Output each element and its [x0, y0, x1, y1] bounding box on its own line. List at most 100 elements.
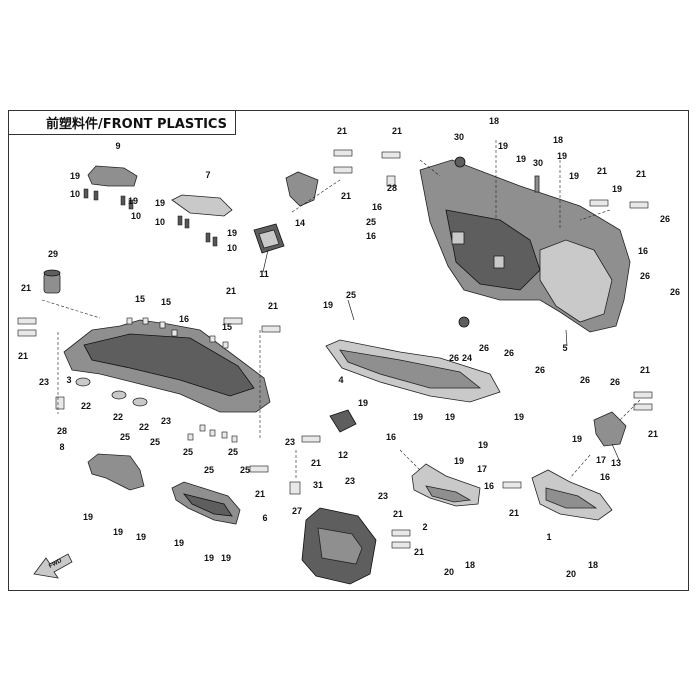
callout-25: 25 — [228, 447, 238, 457]
callout-30: 30 — [454, 132, 464, 142]
callout-23: 23 — [378, 491, 388, 501]
callout-19: 19 — [498, 141, 508, 151]
callout-19: 19 — [155, 198, 165, 208]
callout-19: 19 — [358, 398, 368, 408]
callout-11: 11 — [259, 269, 269, 279]
callout-22: 22 — [139, 422, 149, 432]
callout-21: 21 — [18, 351, 28, 361]
callout-26: 26 — [535, 365, 545, 375]
callout-21: 21 — [255, 489, 265, 499]
part-13-bracket — [593, 411, 627, 447]
part-5-fender — [419, 159, 631, 333]
callout-21: 21 — [509, 508, 519, 518]
callout-21: 21 — [640, 365, 650, 375]
callout-26: 26 — [610, 377, 620, 387]
callout-26: 26 — [479, 343, 489, 353]
part-3-front-frame — [63, 319, 271, 413]
callout-19: 19 — [413, 412, 423, 422]
callout-16: 16 — [638, 246, 648, 256]
callout-18: 18 — [588, 560, 598, 570]
part-29-cup — [43, 269, 61, 294]
part-8-bracket — [87, 453, 145, 491]
callout-18: 18 — [489, 116, 499, 126]
callout-24: 24 — [462, 353, 472, 363]
part-9-cover — [83, 165, 138, 210]
callout-26: 26 — [504, 348, 514, 358]
callout-19: 19 — [113, 527, 123, 537]
callout-21: 21 — [636, 169, 646, 179]
callout-15: 15 — [222, 322, 232, 332]
callout-19: 19 — [128, 196, 138, 206]
callout-19: 19 — [445, 412, 455, 422]
callout-3: 3 — [66, 375, 71, 385]
callout-23: 23 — [345, 476, 355, 486]
callout-4: 4 — [338, 375, 343, 385]
callout-17: 17 — [596, 455, 606, 465]
callout-19: 19 — [612, 184, 622, 194]
callout-21: 21 — [311, 458, 321, 468]
callout-16: 16 — [372, 202, 382, 212]
callout-6: 6 — [262, 513, 267, 523]
callout-19: 19 — [221, 553, 231, 563]
callout-7: 7 — [205, 170, 210, 180]
callout-25: 25 — [366, 217, 376, 227]
callout-2: 2 — [422, 522, 427, 532]
part-27-block — [289, 481, 301, 495]
callout-25: 25 — [240, 465, 250, 475]
callout-19: 19 — [569, 171, 579, 181]
callout-27: 27 — [292, 506, 302, 516]
callout-19: 19 — [323, 300, 333, 310]
callout-21: 21 — [393, 509, 403, 519]
callout-21: 21 — [337, 126, 347, 136]
callout-26: 26 — [670, 287, 680, 297]
callout-16: 16 — [484, 481, 494, 491]
part-24-grommet — [458, 316, 470, 328]
part-31-grille — [301, 507, 377, 585]
callout-19: 19 — [514, 412, 524, 422]
callout-19: 19 — [204, 553, 214, 563]
callout-23: 23 — [285, 437, 295, 447]
callout-26: 26 — [660, 214, 670, 224]
callout-21: 21 — [414, 547, 424, 557]
part-4-floor-panel — [325, 339, 501, 403]
callout-19: 19 — [70, 171, 80, 181]
callout-21: 21 — [226, 286, 236, 296]
callout-31: 31 — [313, 480, 323, 490]
part-2-step — [411, 463, 481, 507]
callout-1: 1 — [546, 532, 551, 542]
callout-30: 30 — [533, 158, 543, 168]
part-6-lower-panel — [171, 481, 241, 525]
callout-5: 5 — [562, 343, 567, 353]
callout-28: 28 — [57, 426, 67, 436]
callout-8: 8 — [59, 442, 64, 452]
callout-21: 21 — [597, 166, 607, 176]
callout-17: 17 — [477, 464, 487, 474]
callout-22: 22 — [81, 401, 91, 411]
callout-15: 15 — [161, 297, 171, 307]
callout-19: 19 — [454, 456, 464, 466]
callout-16: 16 — [386, 432, 396, 442]
callout-26: 26 — [449, 353, 459, 363]
callout-10: 10 — [155, 217, 165, 227]
callout-23: 23 — [161, 416, 171, 426]
part-12-cover — [329, 409, 357, 433]
callout-21: 21 — [648, 429, 658, 439]
callout-26: 26 — [640, 271, 650, 281]
callout-19: 19 — [516, 154, 526, 164]
callout-28: 28 — [387, 183, 397, 193]
callout-16: 16 — [366, 231, 376, 241]
callout-20: 20 — [566, 569, 576, 579]
callout-15: 15 — [135, 294, 145, 304]
callout-19: 19 — [557, 151, 567, 161]
callout-12: 12 — [338, 450, 348, 460]
part-11-cover — [253, 223, 285, 254]
clip-pairs-21 — [17, 149, 653, 549]
part-1-step — [531, 469, 613, 521]
callout-19: 19 — [174, 538, 184, 548]
callout-29: 29 — [48, 249, 58, 259]
callout-21: 21 — [268, 301, 278, 311]
forward-arrow-icon: FWD — [33, 553, 73, 579]
part-7-panel — [171, 194, 233, 247]
callout-19: 19 — [83, 512, 93, 522]
